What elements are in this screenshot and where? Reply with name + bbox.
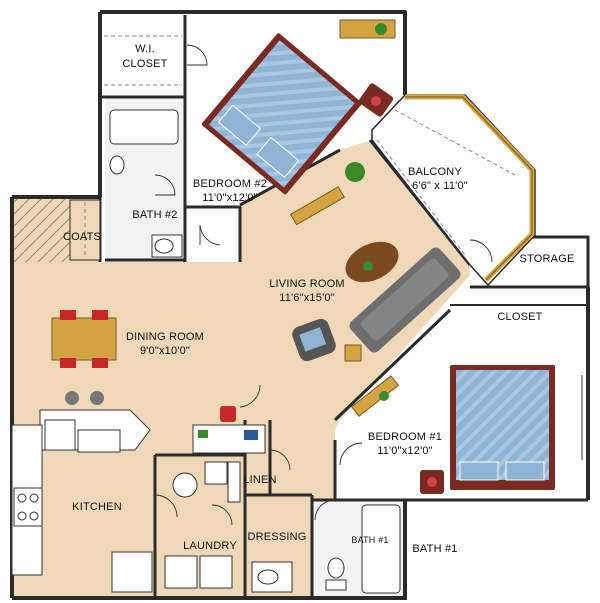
- wi-closet-shelves: [104, 35, 182, 86]
- dryer-icon: [199, 555, 233, 589]
- lamp-icon: [371, 96, 381, 106]
- dining-chair: [60, 310, 76, 320]
- bedroom2-size: 11'0"x12'0": [202, 192, 258, 204]
- dining-room-label: DINING ROOM: [126, 331, 204, 343]
- washer-icon: [164, 555, 198, 589]
- balcony-label: BALCONY: [408, 166, 462, 178]
- closet-label: CLOSET: [497, 311, 542, 323]
- bath1-fixtures: [325, 504, 401, 594]
- room-labels: W.I. CLOSET BEDROOM #2 11'0"x12'0" BATH …: [63, 43, 575, 555]
- bedroom1-label: BEDROOM #1: [368, 431, 442, 443]
- dining-chair: [92, 358, 108, 368]
- laundry-fixtures: [164, 461, 241, 589]
- water-heater-icon: [172, 472, 198, 498]
- bedroom1-size: 11'0"x12'0": [377, 445, 433, 457]
- dining-chair: [92, 310, 108, 320]
- stove-icon: [13, 487, 43, 527]
- living-room-label: LIVING ROOM: [269, 278, 345, 290]
- bedroom2-bed: [201, 33, 362, 195]
- balcony-size: 6'6" x 11'0": [412, 180, 468, 192]
- coats-label: COATS: [63, 231, 101, 243]
- sink-icon: [77, 429, 121, 453]
- bedroom1-bed: [450, 365, 555, 490]
- bar-stool: [65, 391, 79, 405]
- side-table: [344, 344, 362, 362]
- kitchen-label: KITCHEN: [72, 501, 122, 513]
- bathtub-icon: [109, 109, 179, 145]
- plant-icon: [375, 23, 387, 35]
- laundry-label: LAUNDRY: [183, 540, 237, 552]
- desk-chair: [220, 406, 236, 422]
- bath2-fixtures: [109, 109, 183, 258]
- balcony: [371, 94, 536, 287]
- lamp-icon: [427, 477, 437, 487]
- hall-floor: [270, 420, 335, 500]
- door-swings: [154, 44, 493, 526]
- console-table: [289, 186, 345, 226]
- dining-chair: [60, 358, 76, 368]
- kitchen-island: [44, 419, 76, 451]
- toilet-icon: [327, 557, 345, 579]
- bar-stool: [90, 391, 104, 405]
- bookshelf: [350, 375, 400, 417]
- bath1-outer-label: BATH #1: [412, 543, 457, 555]
- refrigerator-icon: [111, 551, 153, 593]
- wi-closet-label-2: CLOSET: [122, 58, 167, 70]
- desk-nook: [192, 406, 266, 454]
- dressing-label: DRESSING: [247, 531, 306, 543]
- living-room-size: 11'6"x15'0": [279, 292, 335, 304]
- plant-icon: [345, 162, 365, 182]
- bath1-inner-label: BATH #1: [351, 535, 388, 545]
- storage-label: STORAGE: [520, 253, 575, 265]
- coffee-table: [345, 241, 399, 283]
- kitchen-counters: [11, 409, 153, 593]
- dining-room-size: 9'0"x10'0": [140, 345, 190, 357]
- bath2-label: BATH #2: [132, 209, 177, 221]
- stairs: [12, 197, 70, 262]
- linen-label: LINEN: [243, 474, 276, 486]
- living-furniture: [289, 162, 461, 417]
- wi-closet-label-1: W.I.: [135, 43, 155, 55]
- toilet-icon: [109, 155, 125, 175]
- dining-set: [51, 310, 117, 405]
- bathtub-icon: [361, 504, 401, 594]
- bedroom2-label: BEDROOM #2: [193, 178, 267, 190]
- dining-table: [51, 317, 117, 361]
